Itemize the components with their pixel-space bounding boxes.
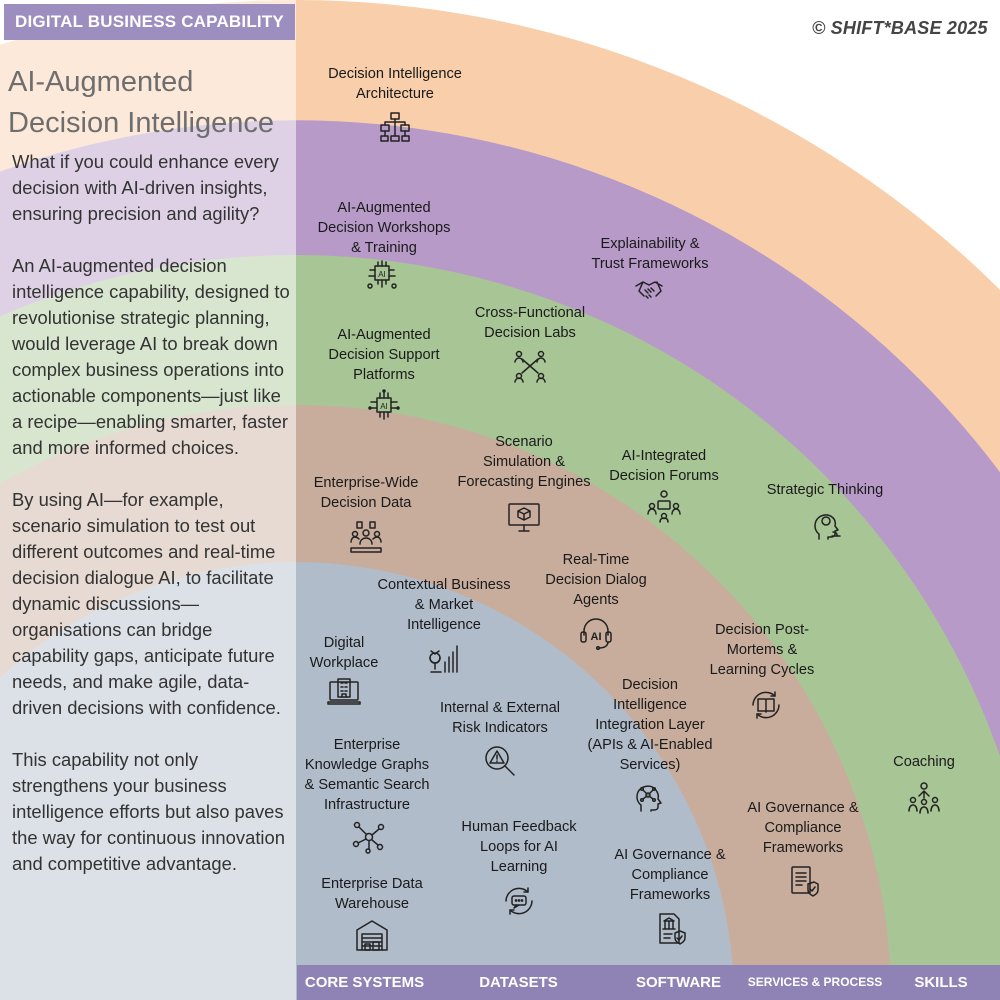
chess-head-icon xyxy=(811,508,845,542)
category-services-process: SERVICES & PROCESS xyxy=(747,975,883,989)
network-graph-icon xyxy=(352,820,386,854)
paragraph-2: An AI-augmented decision intelligence ca… xyxy=(12,255,290,458)
ai-headset-icon: AI xyxy=(579,616,613,650)
description-panel xyxy=(0,0,296,1000)
svg-text:AI: AI xyxy=(378,270,386,279)
ai-chip-training-icon: AI xyxy=(365,258,399,292)
category-software: SOFTWARE xyxy=(636,974,721,991)
title-line-1: AI-Augmented xyxy=(8,66,194,98)
monitor-cube-icon xyxy=(507,500,541,534)
skill-label: Strategic Thinking xyxy=(766,482,884,498)
category-bar: CORE SYSTEMS DATASETS SOFTWARE SERVICES … xyxy=(297,965,1000,1000)
hierarchy-icon xyxy=(378,110,412,144)
paragraph-1: What if you could enhance every decision… xyxy=(12,151,279,224)
category-datasets: DATASETS xyxy=(479,974,558,991)
forum-people-icon xyxy=(647,489,681,523)
paragraph-3: By using AI—for example, scenario simula… xyxy=(12,489,281,718)
book-cycle-icon xyxy=(749,688,783,722)
page-title: AI-Augmented Decision Intelligence xyxy=(8,62,298,144)
skill-label: Explainability &Trust Frameworks xyxy=(591,236,709,272)
market-chart-icon xyxy=(427,641,461,675)
team-data-icon xyxy=(349,520,383,554)
people-network-icon xyxy=(513,349,547,383)
feedback-cycle-icon xyxy=(502,884,536,918)
title-line-2: Decision Intelligence xyxy=(8,107,274,139)
description-text: What if you could enhance every decision… xyxy=(12,149,294,903)
paragraph-4: This capability not only strengthens you… xyxy=(12,749,285,874)
category-core-systems: CORE SYSTEMS xyxy=(304,974,425,991)
warehouse-icon xyxy=(355,918,389,952)
ai-head-network-icon xyxy=(633,780,667,814)
service-label: Decision Post-Mortems &Learning Cycles xyxy=(709,622,815,678)
coaching-group-icon xyxy=(907,780,941,814)
skill-label: Coaching xyxy=(893,754,955,770)
svg-text:AI: AI xyxy=(380,402,388,411)
handshake-icon xyxy=(633,272,667,306)
copyright-text: © SHIFT*BASE 2025 xyxy=(812,18,988,38)
compliance-checklist-icon xyxy=(786,864,820,898)
building-laptop-icon xyxy=(327,674,361,708)
risk-magnifier-icon xyxy=(483,744,517,778)
header-tag: DIGITAL BUSINESS CAPABILITY xyxy=(4,4,295,40)
governance-document-icon xyxy=(653,911,687,945)
svg-text:AI: AI xyxy=(591,631,602,643)
ai-chip-icon: AI xyxy=(367,389,401,423)
category-skills: SKILLS xyxy=(914,974,968,991)
